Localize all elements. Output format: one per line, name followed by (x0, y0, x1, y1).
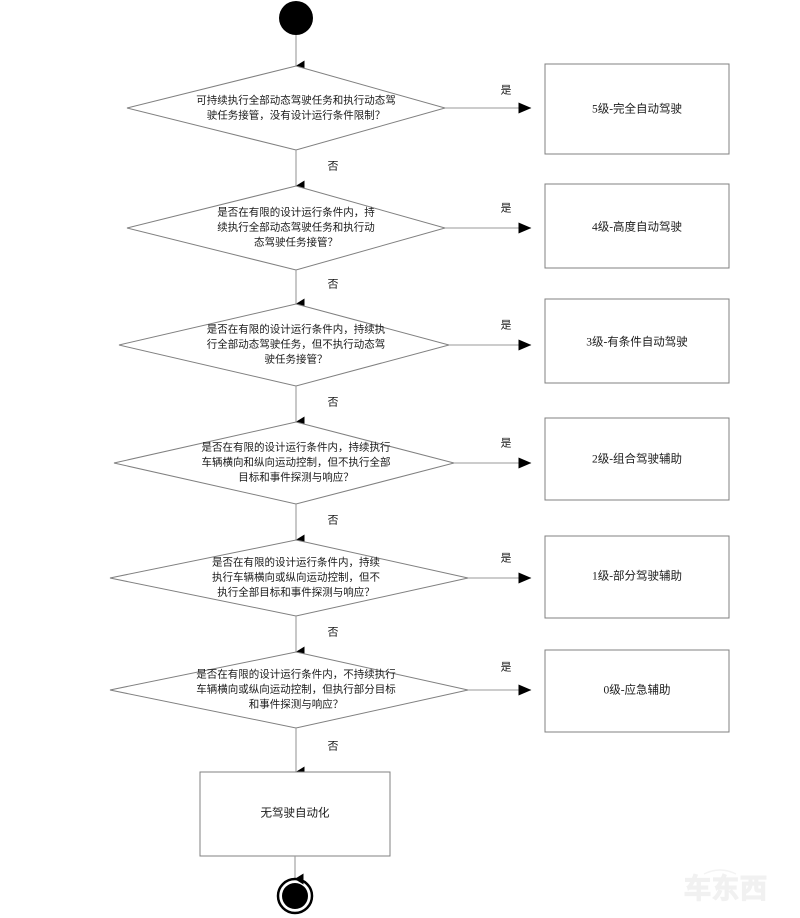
decision-d3-line-1: 行全部动态驾驶任务，但不执行动态驾 (207, 337, 386, 350)
decision-d6[interactable]: 是否在有限的设计运行条件内，不持续执行 车辆横向或纵向运动控制，但执行部分目标 … (109, 651, 469, 729)
edge-label-d2-no: 否 (328, 279, 339, 291)
edge-label-d3-no: 否 (328, 397, 339, 409)
decision-d4-line-1: 车辆横向和纵向运动控制，但不执行全部 (202, 455, 391, 468)
edge-label-d3-yes: 是 (501, 319, 512, 332)
result-box-r1[interactable]: 1级-部分驾驶辅助 (544, 535, 730, 619)
decision-d5-line-0: 是否在有限的设计运行条件内，持续 (212, 555, 380, 568)
decision-d3[interactable]: 是否在有限的设计运行条件内，持续执 行全部动态驾驶任务，但不执行动态驾 驶任务接… (118, 303, 451, 387)
decision-d6-line-2: 和事件探测与响应？ (249, 697, 344, 710)
decision-d6-line-1: 车辆横向或纵向运动控制，但执行部分目标 (196, 682, 396, 695)
decision-d5-line-2: 执行全部目标和事件探测与响应？ (217, 585, 375, 598)
edge-label-d1-no: 否 (328, 161, 339, 173)
result-box-r0[interactable]: 0级-应急辅助 (544, 649, 730, 733)
edge-label-d4-no: 否 (328, 515, 339, 527)
result-box-r0-label: 0级-应急辅助 (603, 683, 670, 697)
decision-d2-line-1: 续执行全部动态驾驶任务和执行动 (217, 220, 375, 233)
result-box-r2-label: 2级-组合驾驶辅助 (592, 452, 682, 466)
decision-d3-line-0: 是否在有限的设计运行条件内，持续执 (207, 322, 386, 335)
edge-label-d6-no: 否 (328, 741, 339, 753)
end-terminal (276, 877, 314, 915)
result-box-r2[interactable]: 2级-组合驾驶辅助 (544, 417, 730, 501)
result-box-r3[interactable]: 3级-有条件自动驾驶 (544, 298, 730, 384)
result-box-r5[interactable]: 5级-完全自动驾驶 (544, 63, 730, 155)
terminal-box-t0-label: 无驾驶自动化 (261, 806, 330, 820)
decision-d2[interactable]: 是否在有限的设计运行条件内，持 续执行全部动态驾驶任务和执行动 态驾驶任务接管？ (126, 185, 447, 271)
decision-d5-line-1: 执行车辆横向或纵向运动控制，但不 (212, 570, 380, 583)
decision-d1-line-1: 驶任务接管，没有设计运行条件限制？ (207, 108, 386, 121)
result-box-r1-label: 1级-部分驾驶辅助 (592, 569, 682, 583)
decision-d2-line-0: 是否在有限的设计运行条件内，持 (217, 205, 375, 218)
edge-label-d5-no: 否 (328, 627, 339, 639)
edge-label-d6-yes: 是 (501, 661, 512, 674)
edge-label-d5-yes: 是 (501, 552, 512, 565)
start-terminal (279, 1, 313, 35)
edge-label-d1-yes: 是 (501, 84, 512, 97)
decision-d4[interactable]: 是否在有限的设计运行条件内，持续执行 车辆横向和纵向运动控制，但不执行全部 目标… (113, 421, 456, 505)
result-box-r4-label: 4级-高度自动驾驶 (592, 220, 683, 234)
edge-label-d4-yes: 是 (501, 437, 512, 450)
decision-d2-line-2: 态驾驶任务接管？ (254, 235, 338, 248)
result-box-r5-label: 5级-完全自动驾驶 (592, 102, 683, 116)
edge-label-d2-yes: 是 (501, 202, 512, 215)
decision-d4-line-2: 目标和事件探测与响应？ (238, 470, 354, 483)
result-box-r3-label: 3级-有条件自动驾驶 (586, 335, 688, 349)
decision-d5[interactable]: 是否在有限的设计运行条件内，持续 执行车辆横向或纵向运动控制，但不 执行全部目标… (109, 539, 469, 617)
decision-d1[interactable]: 可持续执行全部动态驾驶任务和执行动态驾 驶任务接管，没有设计运行条件限制？ (126, 65, 447, 151)
terminal-box-t0[interactable]: 无驾驶自动化 (199, 771, 391, 857)
decision-d3-line-2: 驶任务接管？ (265, 352, 328, 365)
decision-d1-line-0: 可持续执行全部动态驾驶任务和执行动态驾 (196, 93, 396, 106)
decision-d6-line-0: 是否在有限的设计运行条件内，不持续执行 (196, 667, 396, 680)
decision-d4-line-0: 是否在有限的设计运行条件内，持续执行 (202, 440, 391, 453)
result-box-r4[interactable]: 4级-高度自动驾驶 (544, 183, 730, 269)
